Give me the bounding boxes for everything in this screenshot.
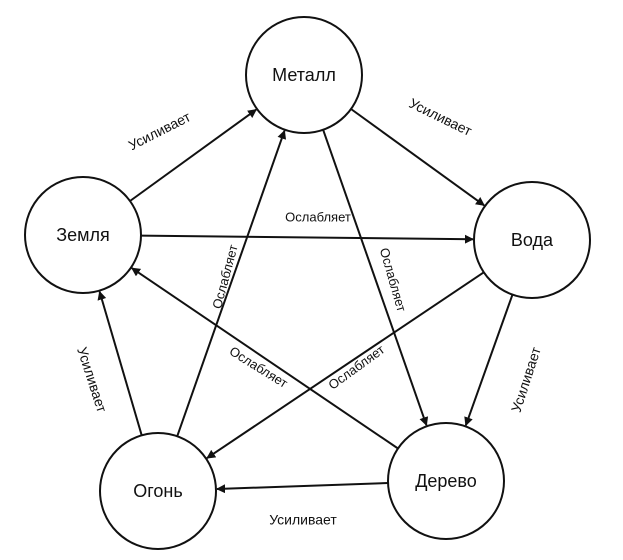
edge-arrow-metal-wood: [322, 129, 429, 427]
edge-water-wood: [464, 294, 514, 427]
edge-arrow-water-wood: [464, 294, 514, 427]
edge-label-water-fire: Ослабляет: [325, 342, 387, 393]
edge-earth-water: [140, 234, 474, 244]
node-circle-water: [473, 181, 591, 299]
edge-label-water-wood: Усиливает: [508, 344, 544, 414]
edge-water-fire: [206, 271, 485, 459]
edge-label-earth-water: Ослабляет: [285, 209, 351, 224]
edge-label-metal-wood: Ослабляет: [377, 246, 410, 313]
edge-earth-metal: [129, 108, 257, 202]
edge-arrow-wood-earth: [131, 267, 399, 450]
edge-arrow-fire-metal: [176, 129, 287, 437]
node-label-wood: Дерево: [415, 471, 477, 491]
node-wood: Дерево: [387, 422, 505, 540]
edge-arrow-water-fire: [206, 271, 485, 459]
edges-layer: [97, 108, 514, 494]
edge-arrow-earth-metal: [129, 108, 257, 202]
node-label-water: Вода: [511, 230, 554, 250]
node-circle-wood: [387, 422, 505, 540]
node-label-fire: Огонь: [133, 481, 183, 501]
edge-arrow-metal-water: [350, 108, 485, 207]
edge-label-earth-metal: Усиливает: [126, 108, 194, 153]
node-earth: Земля: [24, 176, 142, 294]
node-water: Вода: [473, 181, 591, 299]
edge-metal-water: [350, 108, 485, 207]
node-label-earth: Земля: [56, 225, 110, 245]
edge-fire-metal: [176, 129, 287, 437]
edge-arrow-fire-earth: [97, 290, 143, 436]
edge-label-wood-earth: Ослабляет: [227, 343, 291, 391]
edge-arrow-earth-water: [140, 234, 474, 244]
edge-metal-wood: [322, 129, 429, 427]
edge-wood-earth: [131, 267, 399, 450]
node-metal: Металл: [245, 16, 363, 134]
node-fire: Огонь: [99, 432, 217, 550]
node-circle-earth: [24, 176, 142, 294]
edge-wood-fire: [216, 482, 389, 494]
edge-arrow-wood-fire: [216, 482, 389, 494]
edge-label-fire-earth: Усиливает: [74, 345, 110, 415]
edge-label-wood-fire: Усиливает: [269, 512, 337, 528]
node-circle-fire: [99, 432, 217, 550]
edge-fire-earth: [97, 290, 143, 436]
edge-label-fire-metal: Ослабляет: [209, 243, 240, 310]
node-label-metal: Металл: [272, 65, 336, 85]
node-circle-metal: [245, 16, 363, 134]
edge-label-metal-water: Усиливает: [407, 95, 475, 139]
